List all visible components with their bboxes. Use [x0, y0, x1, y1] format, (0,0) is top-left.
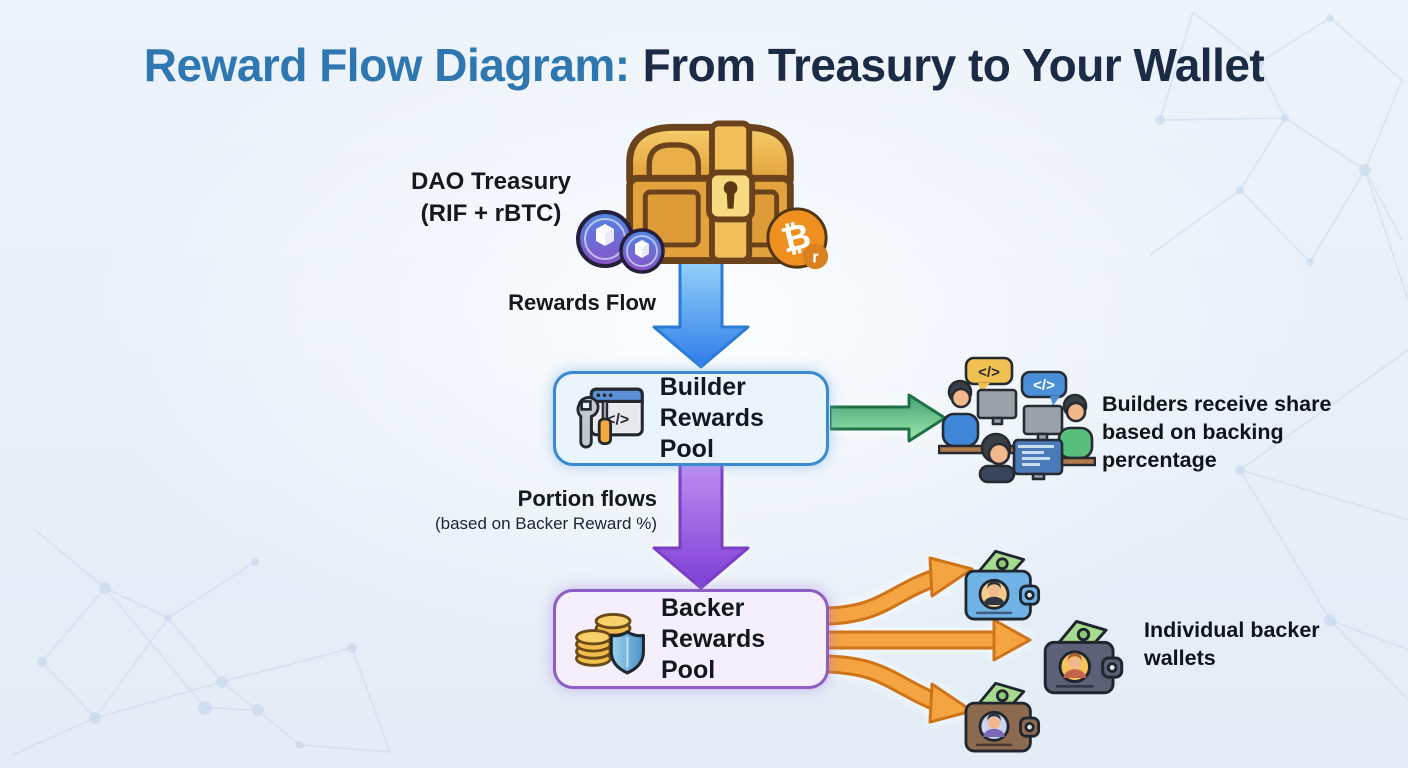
rbtc-coin-icon: ₿ r: [766, 207, 829, 270]
portion-flows-label: Portion flows: [517, 486, 657, 511]
wallet-brown-icon: [964, 681, 1041, 753]
portion-flows-label-group: Portion flows (based on Backer Reward %): [387, 486, 657, 534]
coins-shield-icon: [575, 613, 645, 675]
rewards-flow-label: Rewards Flow: [508, 290, 656, 315]
treasure-chest-icon: [626, 120, 794, 265]
rewards-flow-arrow-icon: [652, 253, 750, 369]
svg-text:</>: </>: [1033, 377, 1055, 394]
portion-flow-arrow-icon: [652, 464, 750, 590]
builders-annotation: Builders receive share based on backing …: [1102, 392, 1332, 472]
backer-pool-title: Backer Rewards Pool: [661, 593, 766, 684]
wallet-blue-icon: [964, 549, 1041, 621]
title-rest: From Treasury to Your Wallet: [642, 39, 1265, 91]
backer-distribution-arrows-icon: [827, 556, 1032, 724]
developers-working-icon: </> </>: [938, 356, 1096, 484]
wallets-annotation: Individual backer wallets: [1144, 618, 1320, 670]
dev-tools-icon: </>: [576, 387, 644, 448]
rif-coin-icon: [576, 210, 665, 274]
dao-treasury-label: DAO Treasury (RIF + rBTC): [410, 168, 572, 227]
portion-flows-sublabel: (based on Backer Reward %): [434, 514, 657, 533]
svg-text:r: r: [812, 248, 819, 266]
page-title: Reward Flow Diagram:From Treasury to You…: [0, 38, 1408, 92]
backer-rewards-pool-node: Backer Rewards Pool: [553, 589, 829, 689]
builder-share-arrow-icon: [830, 393, 947, 443]
svg-text:</>: </>: [978, 364, 1000, 381]
wallet-gray-icon: [1043, 620, 1124, 695]
builder-pool-title: Builder Rewards Pool: [659, 373, 764, 463]
title-highlight: Reward Flow Diagram:: [143, 39, 630, 91]
builder-rewards-pool-node: </> Builder Rewards Pool: [553, 371, 829, 466]
